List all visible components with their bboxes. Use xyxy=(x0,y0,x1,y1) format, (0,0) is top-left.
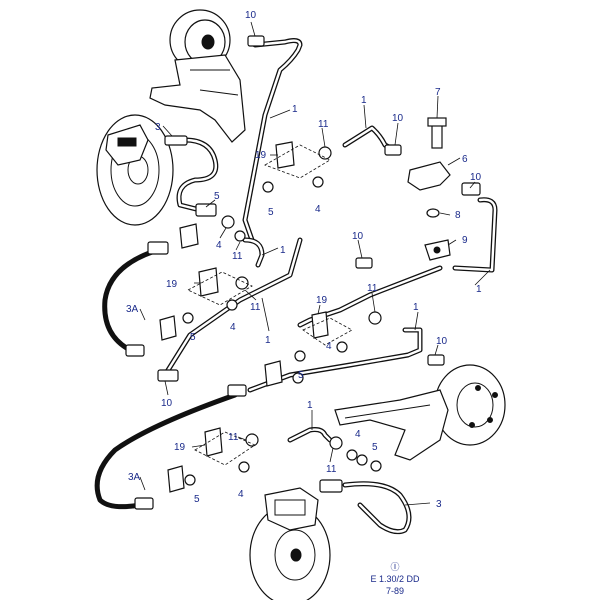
callout-4-e: 4 xyxy=(355,429,361,440)
callout-19-a: 19 xyxy=(255,150,267,161)
callout-3a-top: 3A xyxy=(126,304,139,315)
callout-10-top: 10 xyxy=(245,10,257,21)
callout-1-d: 1 xyxy=(413,302,419,313)
callout-4-f: 4 xyxy=(238,489,244,500)
callout-5-b: 5 xyxy=(214,191,220,202)
footer-code: E 1.30/2 DD xyxy=(370,574,420,584)
callout-4-b: 4 xyxy=(216,240,222,251)
callout-11-c: 11 xyxy=(250,302,261,313)
callout-10-d: 10 xyxy=(436,336,448,347)
front-brake-assembly-top xyxy=(96,9,246,226)
callout-5-a: 5 xyxy=(268,207,274,218)
callout-11-e: 11 xyxy=(228,432,239,443)
callout-11-d: 11 xyxy=(367,283,378,294)
callout-11-a: 11 xyxy=(318,119,329,130)
callout-1-f: 1 xyxy=(307,400,313,411)
callout-5-d: 5 xyxy=(298,370,304,381)
footer-date: 7-89 xyxy=(386,586,404,596)
callout-5-f: 5 xyxy=(194,494,200,505)
callout-10-e: 10 xyxy=(161,398,173,409)
callout-10-b: 10 xyxy=(470,172,482,183)
clips-and-grommets xyxy=(159,141,382,493)
callout-4-a: 4 xyxy=(315,204,321,215)
callout-8: 8 xyxy=(455,210,461,221)
leader-lines xyxy=(139,21,491,506)
callout-11-f: 11 xyxy=(326,464,337,475)
front-brake-assembly-bottom xyxy=(249,487,331,600)
footer-symbol: Ⓘ xyxy=(390,562,399,572)
drawing-reference: Ⓘ E 1.30/2 DD 7-89 xyxy=(370,562,420,596)
callout-1-e: 1 xyxy=(265,335,271,346)
callout-19-c: 19 xyxy=(316,295,328,306)
part-callouts: 10 1 3 1 7 11 10 6 10 19 5 4 5 8 4 9 11 … xyxy=(126,10,482,510)
callout-10-c: 10 xyxy=(352,231,364,242)
callout-1-c: 1 xyxy=(476,284,482,295)
callout-5-c: 5 xyxy=(190,332,196,343)
callout-5-e: 5 xyxy=(372,442,378,453)
callout-3a-bottom: 3A xyxy=(128,472,141,483)
callout-1-b: 1 xyxy=(280,245,286,256)
callout-10-a: 10 xyxy=(392,113,404,124)
fittings xyxy=(125,35,481,510)
callout-6: 6 xyxy=(462,154,468,165)
rear-brake-assembly xyxy=(334,364,506,461)
callout-4-d: 4 xyxy=(326,341,332,352)
clip-group-guides xyxy=(187,144,353,466)
callout-4-c: 4 xyxy=(230,322,236,333)
callout-3-top: 3 xyxy=(155,122,161,133)
flex-hoses xyxy=(94,247,238,510)
callout-7: 7 xyxy=(435,87,441,98)
callout-3-bottom: 3 xyxy=(436,499,442,510)
callout-1-top: 1 xyxy=(292,104,298,115)
callout-11-b: 11 xyxy=(232,251,243,262)
callout-9: 9 xyxy=(462,235,468,246)
brake-pipes xyxy=(162,38,498,535)
callout-19-b: 19 xyxy=(166,279,178,290)
callout-1-mid-top: 1 xyxy=(361,95,367,106)
callout-19-d: 19 xyxy=(174,442,186,453)
